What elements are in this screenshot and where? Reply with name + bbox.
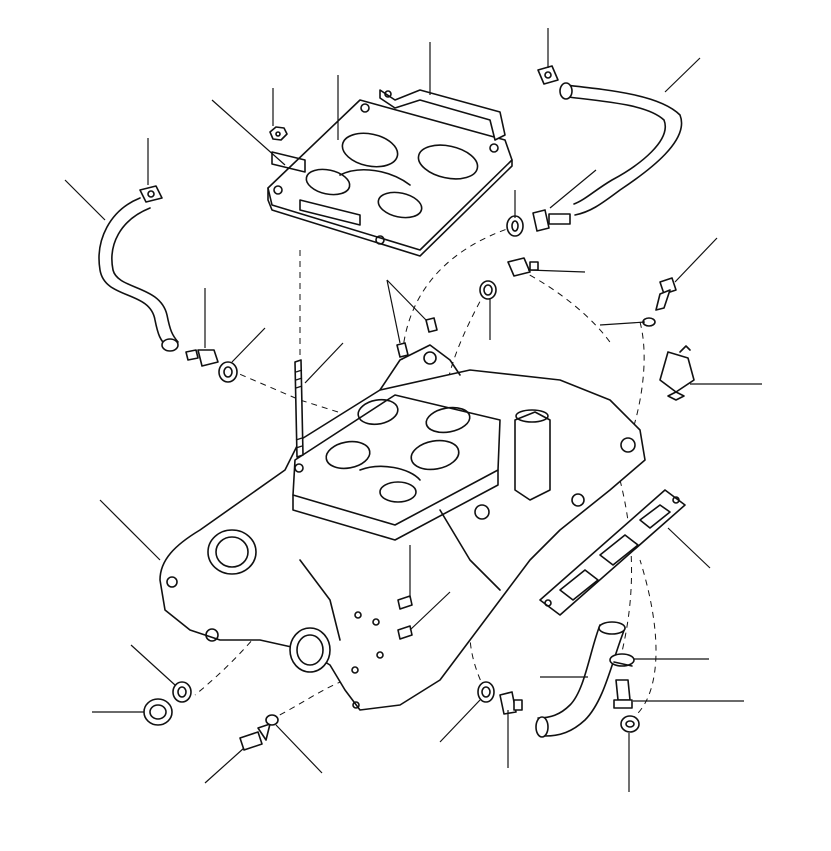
hose-clip-lower <box>609 653 635 667</box>
breather-hose-left <box>98 197 179 352</box>
carburettor-adaptor-plate <box>267 99 513 257</box>
union-adaptor-lower <box>613 679 640 733</box>
inlet-manifold <box>159 344 646 711</box>
union-adaptor-top <box>506 209 571 237</box>
stud <box>294 359 304 473</box>
temperature-sensor <box>659 345 695 401</box>
union-adaptor-bottom <box>477 681 523 715</box>
nut <box>269 126 288 141</box>
plug <box>143 698 173 726</box>
sealing-washer-bolt <box>265 714 279 726</box>
sealing-washer-plug <box>172 681 192 703</box>
leader-lines <box>64 28 762 792</box>
manifold-gasket <box>539 489 686 616</box>
union-left <box>185 349 238 383</box>
heater-hose-right <box>559 82 683 216</box>
gasket <box>271 151 361 226</box>
throttle-bracket <box>379 89 506 141</box>
union-adaptor-mid <box>479 257 539 300</box>
bolt-lower <box>239 723 271 751</box>
heater-hose-lower <box>535 621 626 738</box>
dowel-front <box>397 595 413 640</box>
dowel <box>396 317 438 358</box>
hose-clip-left <box>139 185 163 203</box>
hose-clip-top <box>537 65 559 85</box>
bolt-upper <box>655 277 677 311</box>
